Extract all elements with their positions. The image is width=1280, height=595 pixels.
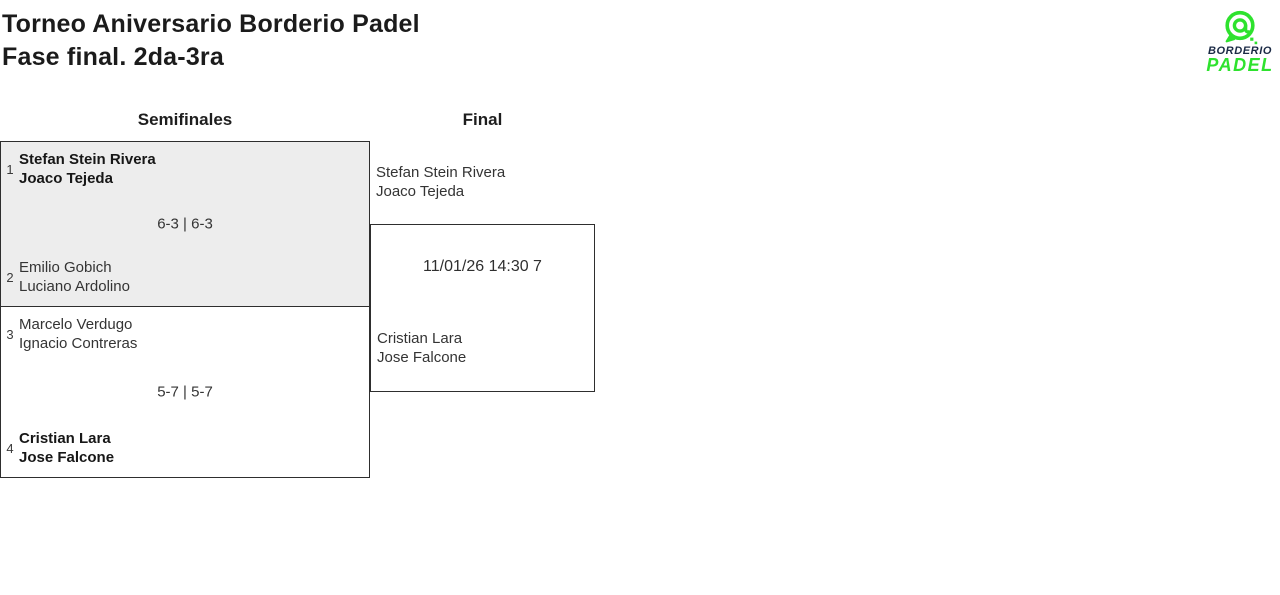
match-final[interactable]: 11/01/26 14:30 7 Cristian Lara Jose Falc… [370, 224, 595, 392]
seed-number: 2 [6, 269, 14, 285]
match-schedule: 11/01/26 14:30 7 [423, 258, 542, 275]
round-header-semifinales: Semifinales [137, 110, 233, 129]
player-name: Stefan Stein Rivera [376, 164, 506, 181]
final-team-top: Stefan Stein Rivera Joaco Tejeda [376, 163, 505, 201]
page-title: Torneo Aniversario Borderio Padel Fase f… [2, 8, 420, 74]
player-name: Emilio Gobich [19, 259, 112, 276]
player-name: Marcelo Verdugo [19, 316, 133, 333]
player-name: Luciano Ardolino [19, 278, 130, 295]
team-names: Emilio Gobich Luciano Ardolino [19, 258, 130, 296]
team-row: 3 Marcelo Verdugo Ignacio Contreras [1, 315, 369, 353]
player-name: Joaco Tejeda [19, 170, 113, 187]
final-team-bottom: Cristian Lara Jose Falcone [377, 329, 466, 367]
team-row: 2 Emilio Gobich Luciano Ardolino [1, 258, 369, 296]
brand-logo: BORDERIO PADEL [1200, 9, 1280, 74]
tournament-title: Torneo Aniversario Borderio Padel [2, 10, 420, 38]
at-pin-icon [1225, 10, 1258, 45]
team-row: 4 Cristian Lara Jose Falcone [1, 429, 369, 467]
match-semifinal-1[interactable]: 1 Stefan Stein Rivera Joaco Tejeda 6-3 |… [1, 142, 369, 307]
team-names: Marcelo Verdugo Ignacio Contreras [19, 315, 137, 353]
seed-number: 3 [6, 326, 14, 342]
player-name: Cristian Lara [19, 430, 111, 447]
player-name: Ignacio Contreras [19, 335, 138, 352]
tournament-phase-subtitle: Fase final. 2da-3ra [2, 43, 224, 71]
match-score: 6-3 | 6-3 [157, 215, 213, 233]
round-header-final: Final [462, 110, 503, 129]
match-semifinal-2[interactable]: 3 Marcelo Verdugo Ignacio Contreras 5-7 … [1, 307, 369, 477]
brand-name-borderio: BORDERIO [1207, 45, 1273, 57]
team-row: 1 Stefan Stein Rivera Joaco Tejeda [1, 150, 369, 188]
match-score: 5-7 | 5-7 [157, 383, 213, 401]
team-names: Cristian Lara Jose Falcone [19, 429, 114, 467]
player-name: Joaco Tejeda [376, 183, 465, 200]
seed-number: 4 [6, 440, 14, 456]
brand-name-padel: PADEL [1206, 55, 1274, 75]
player-name: Cristian Lara [377, 330, 463, 347]
team-names: Stefan Stein Rivera Joaco Tejeda [19, 150, 156, 188]
player-name: Jose Falcone [377, 349, 467, 366]
player-name: Stefan Stein Rivera [19, 151, 156, 168]
player-name: Jose Falcone [19, 449, 115, 466]
seed-number: 1 [6, 161, 14, 177]
semifinals-column: 1 Stefan Stein Rivera Joaco Tejeda 6-3 |… [0, 141, 370, 478]
